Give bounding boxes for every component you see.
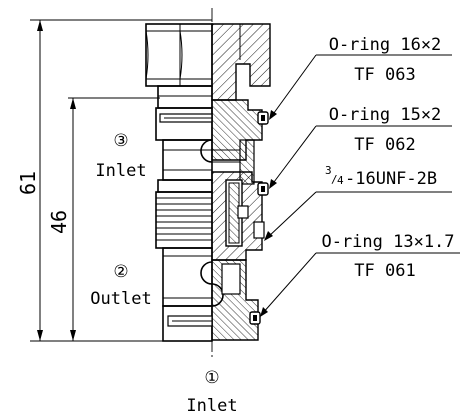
port-1-name: Inlet (186, 396, 237, 416)
port-2-name: Outlet (90, 289, 151, 309)
upper-land (155, 107, 213, 141)
callout-oring-bottom-title: O-ring 13×1.7 (321, 232, 454, 252)
callout-thread: 3 / 4 -16UNF-2B (264, 164, 452, 241)
dimension-61-label: 61 (16, 171, 40, 195)
arrow-down-icon (70, 330, 76, 341)
dimension-46: 46 (47, 97, 160, 341)
arrow-up-icon (70, 98, 76, 109)
callout-thread-title: -16UNF-2B (345, 169, 437, 189)
port-2-number: ② (113, 262, 128, 282)
dimension-61: 61 (16, 19, 212, 342)
port-2-label: ② Outlet (90, 262, 151, 309)
callout-oring-top-title: O-ring 16×2 (329, 35, 442, 55)
leader-line (270, 125, 317, 187)
callout-oring-top: O-ring 16×2 TF 063 (269, 35, 452, 120)
thread-fraction-numerator: 3 (325, 164, 332, 177)
svg-text:/: / (331, 173, 338, 186)
callout-oring-mid-code: TF 062 (354, 135, 415, 155)
valve-body (145, 8, 271, 360)
callout-oring-top-code: TF 063 (354, 65, 415, 85)
callout-oring-mid: O-ring 15×2 TF 062 (269, 105, 452, 189)
leader-line (270, 54, 317, 118)
collar-2 (157, 179, 213, 193)
arrow-down-icon (37, 330, 43, 341)
hex-nut (145, 23, 213, 87)
port-1-number: ① (204, 368, 219, 388)
callout-oring-bottom: O-ring 13×1.7 TF 061 (260, 232, 460, 317)
thread-lines (156, 197, 212, 241)
port-2-window (162, 247, 213, 307)
arrow-icon (260, 307, 268, 317)
callout-oring-bottom-code: TF 061 (354, 261, 415, 281)
arrow-up-icon (37, 20, 43, 31)
spool-edge-2 (200, 261, 213, 285)
thread-fraction-denominator: 4 (337, 174, 344, 187)
port-3-name: Inlet (95, 161, 146, 181)
upper-collar (157, 85, 213, 109)
port-3-label: ③ Inlet (95, 131, 146, 181)
hex-nut-section (211, 23, 271, 101)
upper-body-section (211, 99, 263, 161)
arrow-icon (269, 110, 277, 120)
spool-edge (200, 139, 213, 163)
callout-oring-mid-title: O-ring 15×2 (329, 105, 442, 125)
leader-line (266, 191, 317, 239)
leader-line (261, 252, 317, 315)
port-1-label: ① Inlet (186, 368, 237, 416)
arrow-icon (264, 231, 273, 241)
port-3-number: ③ (113, 131, 128, 151)
arrow-icon (269, 179, 277, 189)
dimension-46-label: 46 (47, 210, 71, 234)
